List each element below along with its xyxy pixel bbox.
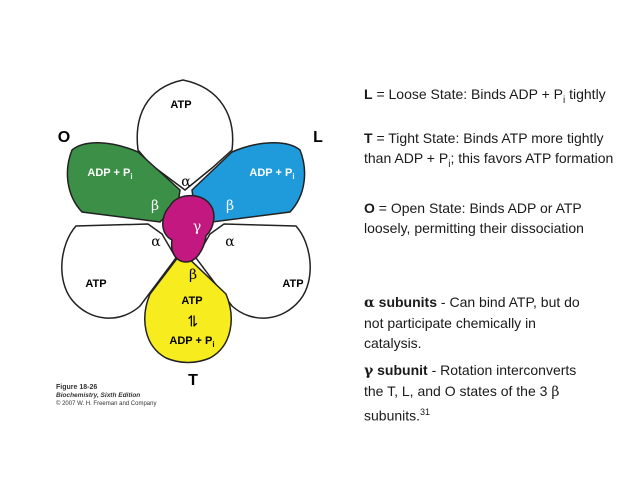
upper-left-beta: β	[151, 198, 159, 214]
upper-right-beta: β	[226, 198, 234, 214]
corner-label-tight: T	[188, 372, 198, 389]
lower-left-label: ATP	[85, 278, 106, 290]
figure-caption-copyright: © 2007 W. H. Freeman and Company	[56, 401, 157, 407]
upper-left-label: ADP + Pi	[87, 167, 132, 181]
figure-caption-book: Biochemistry, Sixth Edition	[56, 392, 141, 399]
bottom-atp-label: ATP	[181, 295, 202, 307]
figure-caption-number: Figure 18-26	[56, 384, 98, 391]
bottom-beta: β	[189, 267, 197, 283]
equilibrium-arrows: ⇌	[184, 315, 202, 328]
text-alpha-subunits: α subunits - Can bind ATP, but do not pa…	[364, 294, 580, 351]
text-gamma-subunit: γ subunit - Rotation interconverts the T…	[364, 362, 577, 424]
petal-top-label: ATP	[170, 99, 191, 111]
center-gamma-symbol: γ	[193, 219, 201, 235]
text-tight-state: T = Tight State: Binds ATP more tightly …	[364, 130, 614, 170]
corner-label-loose: L	[313, 129, 323, 146]
top-alpha-symbol: α	[181, 174, 191, 190]
lower-right-label: ATP	[282, 278, 303, 290]
text-open-state: O = Open State: Binds ADP or ATP loosely…	[364, 200, 584, 236]
petal-lower-left	[61, 223, 177, 319]
petal-top	[136, 79, 234, 191]
corner-label-open: O	[58, 129, 70, 146]
bottom-adp-label: ADP + Pi	[169, 335, 214, 349]
text-loose-state: L = Loose State: Binds ADP + Pi tightly	[364, 86, 606, 106]
gamma-subunit	[162, 194, 215, 263]
atp-synthase-diagram: ATP α ADP + Pi β ADP + Pi β γ α ATP α AT…	[58, 79, 323, 389]
lower-left-alpha: α	[151, 234, 161, 250]
upper-right-label: ADP + Pi	[249, 167, 294, 181]
lower-right-alpha: α	[225, 234, 235, 250]
petal-bottom-yellow	[144, 250, 232, 364]
